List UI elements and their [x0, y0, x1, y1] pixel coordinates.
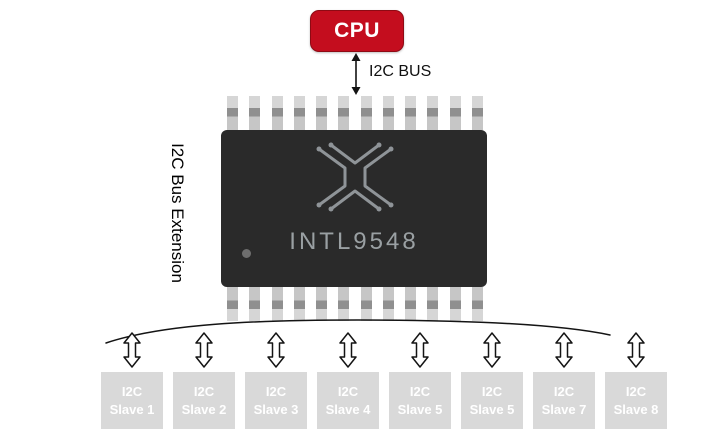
slave-box-2: I2C Slave 2 [173, 372, 235, 429]
chip-pin [338, 287, 350, 321]
slave-label-line2: Slave 5 [469, 401, 515, 417]
slave-label-line2: Slave 2 [181, 401, 227, 417]
slave-label-line2: Slave 3 [253, 401, 299, 417]
slave-label-line2: Slave 8 [613, 401, 659, 417]
slave-label-line1: I2C [121, 383, 143, 399]
chip-pin [427, 287, 439, 321]
slave-box-8: I2C Slave 8 [605, 372, 667, 429]
slave-label-line1: I2C [193, 383, 215, 399]
slave-box-5: I2C Slave 5 [389, 372, 451, 429]
cpu-label: CPU [334, 19, 380, 42]
chip-pin [271, 287, 283, 321]
slave-box-3: I2C Slave 3 [245, 372, 307, 429]
double-arrow-icon [461, 332, 523, 370]
slave-label-line2: Slave 1 [109, 401, 155, 417]
chip-pin [382, 287, 394, 321]
slave-box-6: I2C Slave 5 [461, 372, 523, 429]
chip-pin [227, 287, 238, 321]
slave-label-line2: Slave 7 [541, 401, 587, 417]
double-arrow-icon [605, 332, 667, 370]
chip-pin [316, 96, 328, 130]
chip-pin [360, 287, 372, 321]
chip-pin [360, 96, 372, 130]
double-arrow-icon [317, 332, 379, 370]
double-arrow-icon [245, 332, 307, 370]
chip-pin [227, 96, 238, 130]
chip-top-pins [227, 96, 483, 130]
cpu-bus-arrow-icon [351, 53, 361, 95]
bus-label: I2C BUS [369, 63, 432, 80]
chip-pin [449, 287, 461, 321]
slave-box-4: I2C Slave 4 [317, 372, 379, 429]
slave-label-line2: Slave 5 [397, 401, 443, 417]
chip-pin [271, 96, 283, 130]
chip-pin [316, 287, 328, 321]
double-arrow-icon [101, 332, 163, 370]
slave-label-line1: I2C [337, 383, 359, 399]
slave-label-line2: Slave 4 [325, 401, 371, 417]
slave-box-7: I2C Slave 7 [533, 372, 595, 429]
chip-pin [382, 96, 394, 130]
slave-label-line1: I2C [265, 383, 287, 399]
cpu-block: CPU [310, 10, 404, 52]
slave-box-1: I2C Slave 1 [101, 372, 163, 429]
chip-pin [405, 287, 417, 321]
double-arrow-icon [173, 332, 235, 370]
chip-pin [293, 287, 305, 321]
side-label: I2C Bus Extension [168, 143, 187, 283]
chip-pin [405, 96, 417, 130]
chip-pin [471, 96, 483, 130]
pin1-indicator-dot [242, 249, 251, 258]
slave-arrow-row [101, 332, 667, 370]
slave-label-line1: I2C [409, 383, 431, 399]
slave-row: I2C Slave 1 I2C Slave 2 I2C Slave 3 I2C … [101, 372, 667, 429]
chip-pin [449, 96, 461, 130]
double-arrow-icon [389, 332, 451, 370]
slave-label-line1: I2C [625, 383, 647, 399]
chip-pin [249, 287, 261, 321]
chip-pin [293, 96, 305, 130]
chip-body [221, 130, 487, 287]
double-arrow-icon [533, 332, 595, 370]
fanout-curve [105, 319, 611, 344]
chip-logo-icon [316, 142, 394, 212]
chip-bottom-pins [227, 287, 483, 321]
slave-label-line1: I2C [481, 383, 503, 399]
slave-label-line1: I2C [553, 383, 575, 399]
chip-part-number: INTL9548 [289, 228, 419, 255]
chip-pin [471, 287, 483, 321]
chip-pin [427, 96, 439, 130]
chip-pin [338, 96, 350, 130]
chip-pin [249, 96, 261, 130]
